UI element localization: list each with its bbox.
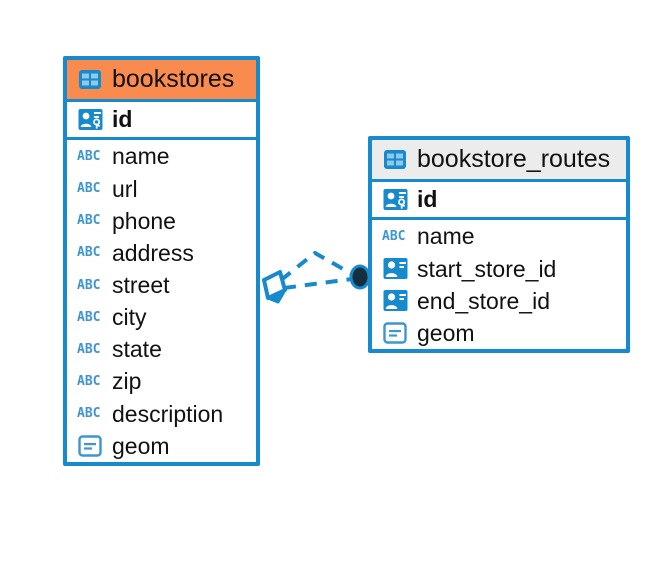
- text-abc-icon: ABC: [382, 228, 406, 244]
- field-label: end_store_id: [417, 287, 550, 314]
- entity-title: bookstore_routes: [417, 145, 611, 173]
- field-row-start-store-id[interactable]: start_store_id: [372, 253, 626, 285]
- text-abc-icon: ABC: [77, 277, 101, 293]
- open-diamond-marker: [262, 270, 287, 300]
- field-row-street[interactable]: ABC street: [67, 269, 256, 301]
- entity-header-bookstore-routes[interactable]: bookstore_routes: [372, 140, 626, 183]
- field-label: name: [112, 143, 170, 170]
- field-row-geom[interactable]: geom: [67, 430, 256, 462]
- field-label: state: [112, 336, 162, 363]
- field-label: id: [417, 186, 438, 213]
- field-row-geom[interactable]: geom: [372, 317, 626, 349]
- field-row-phone[interactable]: ABC phone: [67, 205, 256, 237]
- text-abc-icon: ABC: [77, 309, 101, 325]
- entity-title: bookstores: [112, 65, 235, 93]
- field-row-zip[interactable]: ABC zip: [67, 365, 256, 397]
- primary-key-icon: [382, 187, 408, 211]
- field-label: id: [112, 106, 133, 133]
- foreign-key-icon: [382, 257, 408, 281]
- field-row-name[interactable]: ABC name: [372, 220, 626, 252]
- field-label: phone: [112, 207, 176, 234]
- entity-bookstores[interactable]: bookstores id ABC name A: [63, 56, 260, 466]
- field-row-id[interactable]: id: [67, 102, 256, 141]
- field-label: address: [112, 239, 194, 266]
- field-label: name: [417, 223, 475, 250]
- field-label: geom: [417, 319, 475, 346]
- table-icon: [77, 67, 103, 91]
- table-icon: [382, 147, 408, 171]
- text-abc-icon: ABC: [77, 406, 101, 422]
- field-row-end-store-id[interactable]: end_store_id: [372, 285, 626, 317]
- field-row-state[interactable]: ABC state: [67, 333, 256, 365]
- text-abc-icon: ABC: [77, 213, 101, 229]
- field-label: start_store_id: [417, 255, 557, 282]
- text-abc-icon: ABC: [77, 245, 101, 261]
- field-label: city: [112, 304, 147, 331]
- open-diamond-tail: [266, 288, 287, 304]
- entity-header-bookstores[interactable]: bookstores: [67, 60, 256, 103]
- foreign-key-icon: [382, 289, 408, 313]
- field-row-description[interactable]: ABC description: [67, 398, 256, 430]
- text-abc-icon: ABC: [77, 181, 101, 197]
- field-row-name[interactable]: ABC name: [67, 140, 256, 172]
- text-abc-icon: ABC: [77, 341, 101, 357]
- field-label: geom: [112, 432, 170, 459]
- geometry-icon: [77, 434, 103, 458]
- geometry-icon: [382, 321, 408, 345]
- field-row-id[interactable]: id: [372, 182, 626, 221]
- field-row-url[interactable]: ABC url: [67, 173, 256, 205]
- text-abc-icon: ABC: [77, 148, 101, 164]
- field-label: url: [112, 175, 138, 202]
- relationship-line-straight: [283, 277, 353, 290]
- relationship-line-arc: [279, 250, 353, 282]
- text-abc-icon: ABC: [77, 373, 101, 389]
- field-row-address[interactable]: ABC address: [67, 237, 256, 269]
- field-row-city[interactable]: ABC city: [67, 301, 256, 333]
- field-label: zip: [112, 368, 142, 395]
- field-label: street: [112, 271, 170, 298]
- field-label: description: [112, 400, 224, 427]
- filled-circle-marker: [349, 264, 371, 290]
- entity-bookstore-routes[interactable]: bookstore_routes id ABC name: [368, 136, 630, 353]
- primary-key-icon: [77, 107, 103, 131]
